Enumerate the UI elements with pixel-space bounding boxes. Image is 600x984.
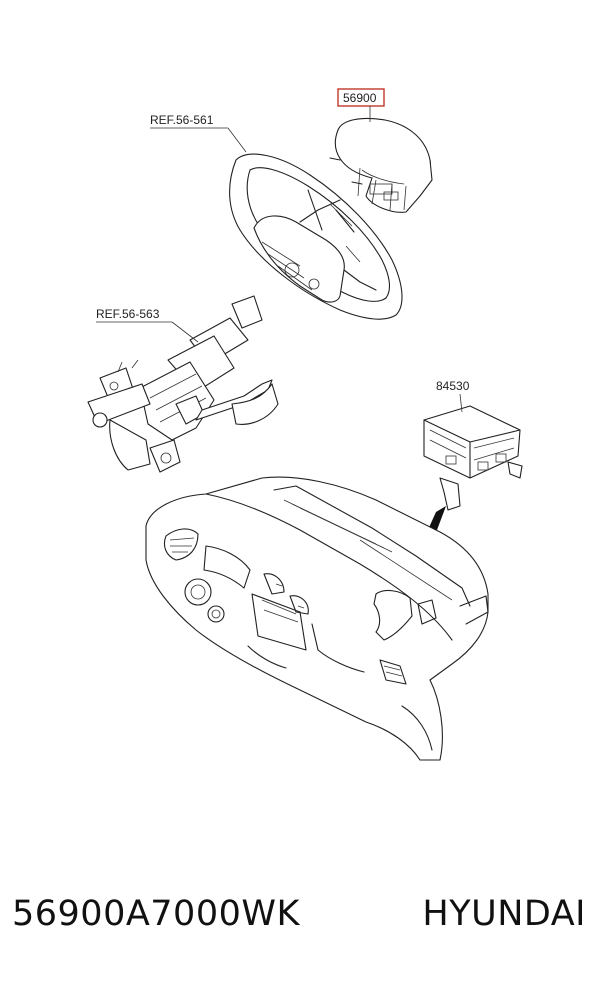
part-number: 56900A7000WK	[12, 894, 300, 934]
steering-wheel	[229, 153, 403, 320]
brand-name: HYUNDAI	[422, 894, 586, 934]
driver-airbag-module	[329, 117, 433, 213]
callout-84530: 84530	[436, 379, 470, 413]
label-56900: 56900	[343, 91, 377, 105]
label-84530: 84530	[436, 379, 470, 393]
callout-ref-56-561: REF.56-561	[150, 113, 247, 153]
caption: 56900A7000WK HYUNDAI	[0, 884, 600, 944]
callout-56900: 56900	[337, 88, 385, 122]
callout-ref-56-563: REF.56-563	[96, 307, 199, 343]
passenger-airbag-module	[423, 405, 523, 511]
dashboard-crash-pad	[145, 476, 489, 761]
label-ref-56-563: REF.56-563	[96, 307, 160, 321]
steering-column	[87, 295, 279, 473]
highlight-box	[337, 88, 385, 107]
label-ref-56-561: REF.56-561	[150, 113, 214, 127]
